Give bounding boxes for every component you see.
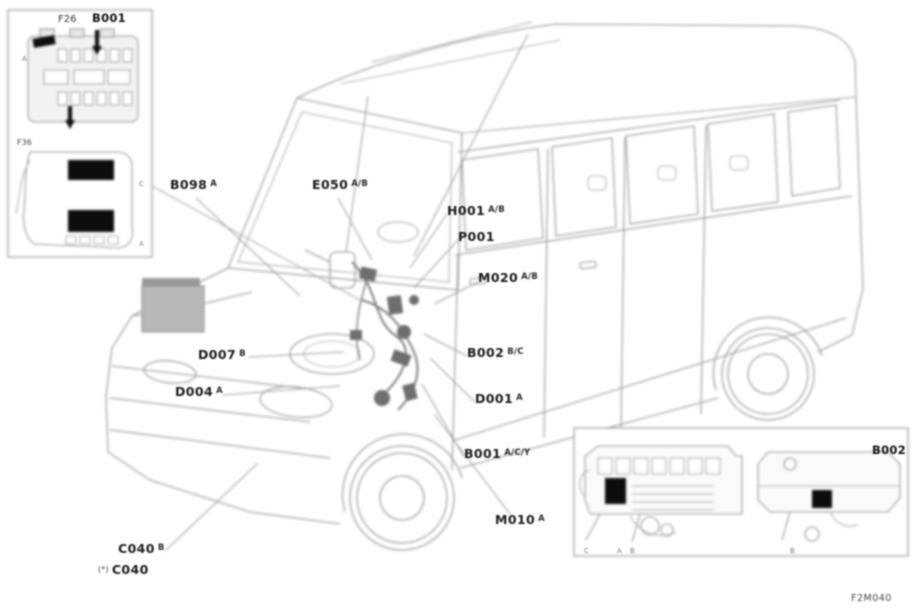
component-suffix: B bbox=[157, 543, 165, 553]
component-suffix: A bbox=[538, 514, 545, 524]
fusebox-view-letter-bottom: A bbox=[139, 240, 144, 248]
component-code: D001 bbox=[475, 391, 514, 406]
component-code: M010 bbox=[495, 512, 536, 527]
ecu-view-letter-1: C bbox=[584, 547, 589, 555]
ecu-connector-2 bbox=[812, 490, 832, 508]
relay-ref-label: F36 bbox=[17, 138, 32, 147]
wiring-cluster bbox=[350, 266, 419, 406]
component-code: D004 bbox=[175, 384, 214, 399]
fuse-arrow bbox=[92, 30, 102, 55]
fusebox-view-letter-top: A bbox=[22, 55, 27, 63]
component-code: E050 bbox=[312, 177, 349, 192]
label-prefix: (*) bbox=[98, 565, 109, 574]
footer-page-code: F2M040 bbox=[851, 593, 892, 604]
component-suffix: A/B bbox=[521, 272, 538, 282]
relay-arrow bbox=[65, 106, 75, 129]
leader-line bbox=[409, 213, 448, 269]
leader-line bbox=[413, 239, 459, 289]
leader-line bbox=[423, 333, 468, 357]
ecu-code-label: B002 bbox=[872, 443, 906, 457]
component-label-p001: P001 bbox=[458, 229, 495, 244]
leader-line bbox=[345, 95, 369, 253]
front-wheel bbox=[341, 433, 463, 551]
ecu-connector-1 bbox=[605, 478, 626, 504]
ecu-inset-drawing bbox=[573, 427, 909, 557]
leader-line bbox=[413, 33, 529, 257]
component-suffix: A bbox=[516, 393, 523, 403]
component-code: M020 bbox=[478, 270, 519, 285]
rear-wheel bbox=[712, 316, 823, 421]
relay-2 bbox=[68, 210, 114, 232]
component-label-c040: (*)C040 bbox=[98, 562, 149, 577]
leader-line bbox=[222, 385, 341, 396]
battery bbox=[141, 285, 205, 333]
component-code: B002 bbox=[467, 345, 505, 360]
fuse-ref-label: F26 bbox=[58, 14, 77, 25]
component-code: B098 bbox=[170, 177, 208, 192]
ecu-view-letter-4: B bbox=[790, 547, 795, 555]
leader-line bbox=[164, 462, 259, 552]
component-suffix: B/C bbox=[507, 347, 524, 357]
relay-1 bbox=[68, 160, 114, 180]
component-code: C040 bbox=[111, 562, 149, 577]
engine-bay-components bbox=[141, 261, 419, 411]
ecu-view-letter-2: A bbox=[617, 547, 622, 555]
leader-line bbox=[337, 197, 373, 261]
leader-line bbox=[429, 357, 476, 403]
van-artwork bbox=[105, 21, 864, 525]
highlighted-fuse bbox=[32, 35, 56, 48]
leader-line bbox=[433, 281, 479, 305]
ecu-view-letter-3: B bbox=[630, 547, 635, 555]
leader-lines bbox=[164, 33, 529, 552]
component-code: C040 bbox=[118, 541, 155, 556]
fusebox-view-letter-right: C bbox=[139, 180, 144, 188]
component-code: B001 bbox=[464, 446, 502, 461]
component-suffix: B bbox=[239, 349, 246, 359]
component-suffix: A/B bbox=[488, 205, 505, 215]
leader-line bbox=[248, 351, 345, 358]
component-suffix: A/C/Y bbox=[504, 448, 531, 458]
component-code: H001 bbox=[447, 203, 486, 218]
fusebox-code-label: B001 bbox=[92, 11, 126, 25]
component-suffix: A bbox=[216, 386, 223, 396]
component-code: P001 bbox=[458, 229, 495, 244]
leader-line bbox=[433, 413, 511, 515]
component-suffix: A bbox=[210, 179, 218, 189]
component-code: D007 bbox=[198, 347, 237, 362]
component-suffix: A/B bbox=[351, 179, 368, 189]
leader-line bbox=[195, 197, 301, 297]
fusebox-inset-drawing bbox=[7, 9, 361, 301]
